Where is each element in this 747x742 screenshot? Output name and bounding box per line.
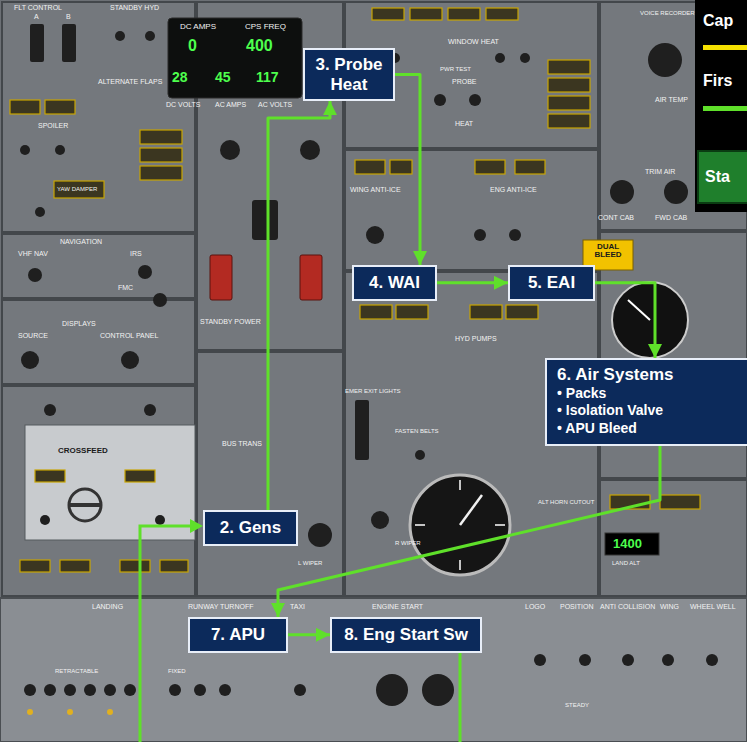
flow-arrow — [595, 283, 655, 358]
callout-box: 3. Probe Heat — [303, 48, 395, 101]
flow-arrow — [278, 446, 660, 617]
panel-label: AC AMPS — [215, 101, 246, 108]
callout-text: 4. WAI — [364, 273, 425, 293]
legend-text: Cap — [703, 12, 733, 30]
bullet-item: • APU Bleed — [557, 420, 737, 438]
panel-label: WING — [660, 603, 679, 610]
panel-label: FLT CONTROL — [14, 4, 62, 11]
panel-label: AC VOLTS — [258, 101, 292, 108]
callout-text: 2. Gens — [215, 518, 286, 538]
panel-label: POSITION — [560, 603, 593, 610]
panel-label: ENG ANTI-ICE — [490, 186, 537, 193]
callout-text: 3. Probe Heat — [313, 55, 385, 94]
panel-label: TRIM AIR — [645, 168, 675, 175]
panel-label: 45 — [215, 70, 231, 85]
flow-arrow — [288, 633, 330, 636]
panel-label: TAXI — [290, 603, 305, 610]
panel-label: SOURCE — [18, 332, 48, 339]
panel-label: ENGINE START — [372, 603, 423, 610]
callout-text: Sta — [705, 168, 741, 186]
callout-text: 8. Eng Start Sw — [342, 625, 470, 645]
panel-label: CROSSFEED — [58, 447, 108, 455]
panel-label: FIXED — [168, 668, 186, 674]
panel-label: 400 — [246, 38, 273, 55]
panel-label: LOGO — [525, 603, 545, 610]
callout-box: 5. EAI — [508, 265, 595, 301]
panel-label: HEAT — [455, 120, 473, 127]
panel-label: L WIPER — [298, 560, 322, 566]
panel-label: EMER EXIT LIGHTS — [345, 388, 401, 394]
panel-label: PROBE — [452, 78, 477, 85]
panel-label: CPS FREQ — [245, 23, 286, 31]
panel-label: BUS TRANS — [222, 440, 262, 447]
callout-box: 4. WAI — [352, 265, 437, 301]
panel-label: RUNWAY TURNOFF — [188, 603, 253, 610]
panel-label: LAND ALT — [612, 560, 640, 566]
panel-label: FASTEN BELTS — [395, 428, 439, 434]
callout-text: 5. EAI — [520, 273, 583, 293]
panel-label: 1400 — [613, 537, 642, 551]
panel-label: 28 — [172, 70, 188, 85]
bullet-item: • Packs — [557, 385, 737, 403]
panel-label: SPOILER — [38, 122, 68, 129]
panel-label: WINDOW HEAT — [448, 38, 499, 45]
callout-box: 7. APU — [188, 617, 288, 653]
flow-arrow — [395, 75, 420, 266]
legend-line-sample — [703, 106, 747, 111]
panel-label: LANDING — [92, 603, 123, 610]
panel-label: RETRACTABLE — [55, 668, 98, 674]
panel-label: YAW DAMPER — [57, 186, 97, 192]
panel-label: ANTI COLLISION — [600, 603, 655, 610]
panel-label: FMC — [118, 284, 133, 291]
panel-label: WING ANTI-ICE — [350, 186, 401, 193]
bullet-item: • Isolation Valve — [557, 402, 737, 420]
panel-label: NAVIGATION — [60, 238, 102, 245]
flow-arrow — [437, 281, 508, 284]
panel-label: CONTROL PANEL — [100, 332, 158, 339]
flow-arrow — [268, 101, 330, 510]
callout-box: 8. Eng Start Sw — [330, 617, 482, 653]
panel-label: VOICE RECORDER — [640, 10, 695, 16]
panel-label: STANDBY POWER — [200, 318, 261, 325]
panel-label: DISPLAYS — [62, 320, 96, 327]
panel-label: R WIPER — [395, 540, 421, 546]
callout-text: 7. APU — [200, 625, 276, 645]
panel-label: B — [66, 13, 71, 20]
panel-label: STANDBY HYD — [110, 4, 159, 11]
panel-label: A — [34, 13, 39, 20]
panel-label: ALTERNATE FLAPS — [98, 78, 162, 85]
panel-label: HYD PUMPS — [455, 335, 497, 342]
panel-label: WHEEL WELL — [690, 603, 736, 610]
panel-label: 117 — [256, 70, 279, 85]
legend-green-box: Sta — [697, 150, 747, 204]
panel-label: PWR TEST — [440, 66, 471, 72]
callout-text: 6. Air Systems — [557, 365, 737, 385]
panel-label: STEADY — [565, 702, 589, 708]
callout-box: 2. Gens — [203, 510, 298, 546]
legend-text: Firs — [703, 72, 732, 90]
legend-line-sample — [703, 45, 747, 50]
panel-label: DC AMPS — [180, 23, 216, 31]
panel-label: ALT HORN CUTOUT — [538, 499, 594, 505]
panel-label: DUAL BLEED — [585, 243, 631, 260]
panel-label: CONT CAB — [598, 214, 634, 221]
panel-label: FWD CAB — [655, 214, 687, 221]
callout-box: 6. Air Systems• Packs• Isolation Valve• … — [545, 358, 747, 446]
panel-label: 0 — [188, 38, 197, 55]
panel-label: VHF NAV — [18, 250, 48, 257]
panel-label: AIR TEMP — [655, 96, 688, 103]
panel-label: DC VOLTS — [166, 101, 201, 108]
panel-label: IRS — [130, 250, 142, 257]
